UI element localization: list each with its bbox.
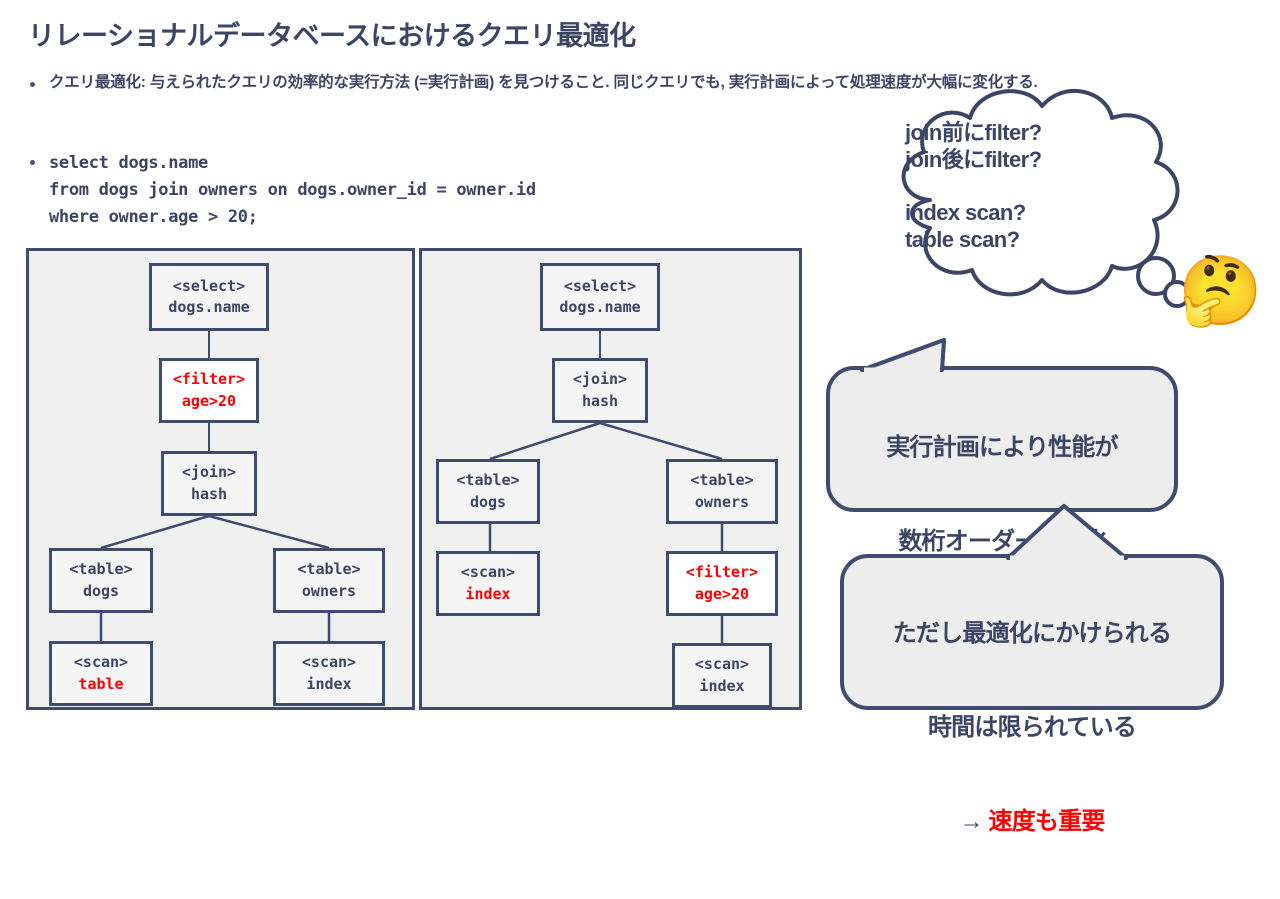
node-line-2: dogs.name [168,298,250,316]
node-line-2: dogs.name [559,298,641,316]
plan-a-node-scan-index[interactable]: <scan> index [273,641,385,706]
node-line-1: <join> [572,370,628,389]
plan-b-node-table-dogs[interactable]: <table> dogs [436,459,540,524]
node-line-1: <select> [563,276,637,295]
node-line-2: owners [694,492,750,511]
callout-line-1: 実行計画により性能が [886,434,1118,462]
callout-line-2: 時間は限られている [927,713,1137,741]
callout-emphasis: 速度も重要 [988,807,1106,835]
bullet-dot-icon [30,160,35,165]
bullet-dot-icon [30,82,35,87]
node-line-1: <scan> [73,653,129,672]
thought-bubble-shape [901,89,1191,308]
node-line-1: <table> [690,471,754,490]
plan-a-node-join[interactable]: <join> hash [161,451,257,516]
query-plan-b-edges [488,331,724,643]
query-plan-a-edges [99,331,331,641]
plan-a-node-table-owners[interactable]: <table> owners [273,548,385,613]
plan-a-node-table-dogs[interactable]: <table> dogs [49,548,153,613]
thinking-face-emoji: 🤔 [1178,252,1263,331]
thought-bubble-text: join前にfilter? join後にfilter? index scan? … [905,120,1042,253]
callout-speed-shape [840,504,1224,710]
callout-line-3: → 速度も重要 [852,806,1212,837]
node-line-1: <join> [181,463,237,482]
plan-b-node-scan-index-left[interactable]: <scan> index [436,551,540,616]
node-line-2: age>20 [181,391,237,410]
plan-b-node-filter[interactable]: <filter> age>20 [666,551,778,616]
callout-speed-text: ただし最適化にかけられる 時間は限られている → 速度も重要 [852,556,1212,899]
node-line-1: <filter> [172,370,246,389]
node-line-1: <filter> [685,563,759,582]
plan-b-node-table-owners[interactable]: <table> owners [666,459,778,524]
arrow-glyph: → [959,807,989,835]
node-line-1: <table> [297,560,361,579]
page-title: リレーショナルデータベースにおけるクエリ最適化 [28,21,636,51]
node-line-1: <table> [69,560,133,579]
bullet-definition-text: クエリ最適化: 与えられたクエリの効率的な実行方法 (=実行計画) を見つけるこ… [49,74,1038,91]
bullet-item-definition: クエリ最適化: 与えられたクエリの効率的な実行方法 (=実行計画) を見つけるこ… [30,72,1038,94]
node-line-1: <table> [456,471,520,490]
plan-b-node-select[interactable]: <select> dogs.name [540,263,660,331]
plan-b-node-scan-index-right[interactable]: <scan> index [672,643,772,708]
bullet-item-sql: select dogs.name from dogs join owners o… [30,150,536,231]
node-line-1: <scan> [694,655,750,674]
node-line-2: index [699,676,745,695]
node-line-2: dogs [82,581,120,600]
node-line-2: hash [190,484,228,503]
node-line-1: <scan> [301,653,357,672]
node-line-2: hash [581,391,619,410]
plan-a-node-select[interactable]: <select> dogs.name [149,263,269,331]
callout-line-1: ただし最適化にかけられる [892,620,1172,648]
node-line-2: index [465,584,511,603]
node-line-2: dogs [469,492,507,511]
sql-query-text: select dogs.name from dogs join owners o… [49,153,536,227]
callout-accuracy-shape [826,338,1178,512]
node-line-1: <scan> [460,563,516,582]
plan-a-node-scan-table[interactable]: <scan> table [49,641,153,706]
node-line-1: <select> [172,276,246,295]
node-line-2: table [78,674,124,693]
plan-b-node-join[interactable]: <join> hash [552,358,648,423]
node-line-2: age>20 [694,584,750,603]
query-plan-b-panel: <select> dogs.name <join> hash <table> d… [419,248,802,710]
slide-root: リレーショナルデータベースにおけるクエリ最適化 クエリ最適化: 与えられたクエリ… [26,21,1263,835]
node-line-2: index [306,674,352,693]
plan-a-node-filter[interactable]: <filter> age>20 [159,358,259,423]
query-plan-a-panel: <select> dogs.name <filter> age>20 <join… [26,248,415,710]
node-line-2: owners [301,581,357,600]
